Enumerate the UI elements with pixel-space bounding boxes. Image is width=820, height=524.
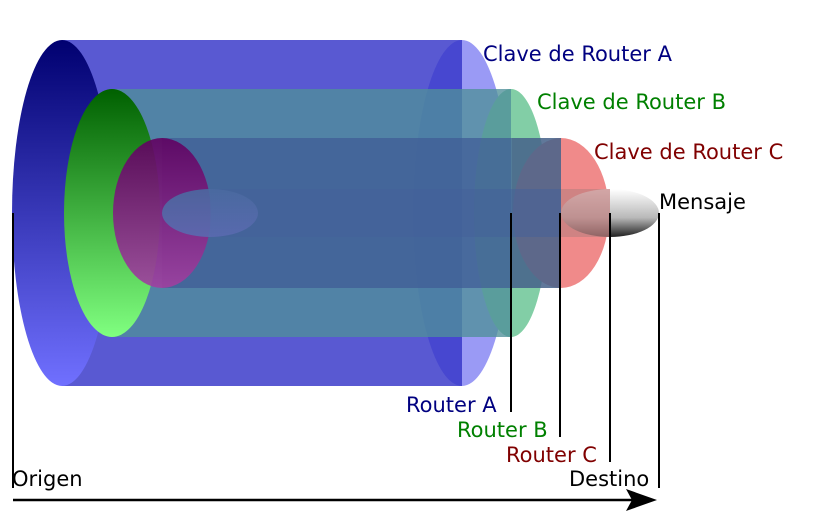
key-b-label: Clave de Router B: [537, 90, 726, 114]
arrow-head: [626, 489, 657, 511]
origin-label: Origen: [12, 467, 83, 491]
message-left-cap: [162, 189, 258, 237]
direction-arrow: [13, 489, 657, 511]
message-overlap-c: [561, 189, 610, 237]
message-capsule: [162, 189, 659, 237]
key-a-label: Clave de Router A: [483, 42, 673, 66]
message-body: [210, 189, 561, 237]
router-c-label: Router C: [506, 443, 597, 467]
router-b-label: Router B: [457, 418, 548, 442]
marker-lines: [12, 213, 660, 488]
message-label: Mensaje: [659, 190, 746, 214]
key-c-label: Clave de Router C: [594, 140, 783, 164]
destination-label: Destino: [569, 467, 649, 491]
router-a-label: Router A: [406, 393, 497, 417]
